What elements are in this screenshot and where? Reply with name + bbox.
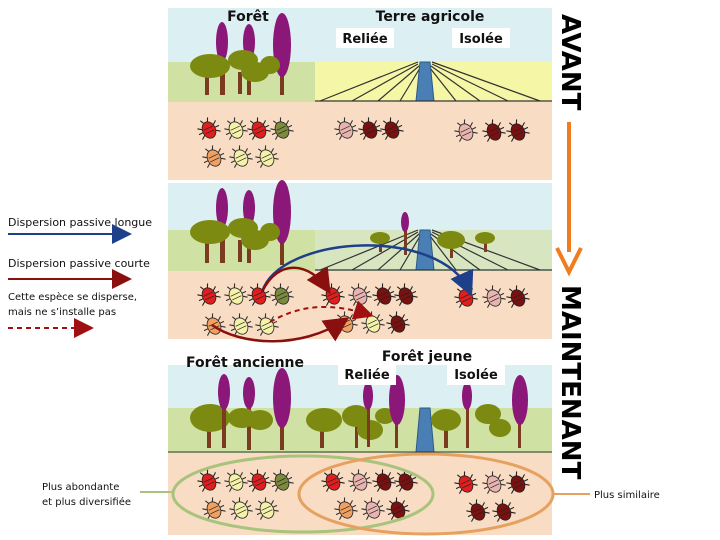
label-young-forest: Forêt jeune xyxy=(382,349,472,365)
yellow-bug-icon xyxy=(224,117,248,140)
label-box-isolated xyxy=(447,363,505,385)
khaki-bug-icon xyxy=(270,469,294,492)
label-box-connected xyxy=(338,363,396,385)
field-rows xyxy=(319,61,541,102)
dispersal-arrows xyxy=(211,244,474,343)
panel-middle xyxy=(168,180,552,339)
yellow-bug-icon xyxy=(224,469,248,492)
maroon-bug-icon xyxy=(506,285,530,308)
khaki-bug-icon xyxy=(270,117,294,140)
yellow-bug-icon xyxy=(255,145,279,168)
yellow-bug-icon xyxy=(255,497,279,520)
maroon-bug-icon xyxy=(380,117,404,140)
label-box-isolated xyxy=(452,28,510,48)
label-farmland: Terre agricole xyxy=(376,9,485,25)
side-label-now: MAINTENANT xyxy=(555,285,585,480)
pink-bug-icon xyxy=(482,285,506,308)
maroon-bug-icon xyxy=(492,499,516,522)
annotation-abundant-1: Plus abondante xyxy=(42,482,119,493)
soil xyxy=(168,102,552,180)
maroon-bug-icon xyxy=(372,283,396,306)
maroon-bug-icon xyxy=(386,311,410,334)
old-forest-trees xyxy=(190,368,291,450)
legend-long: Dispersion passive longue xyxy=(8,216,152,229)
maroon-bug-icon xyxy=(482,119,506,142)
red-bug-icon xyxy=(454,471,478,494)
maroon-bug-icon xyxy=(394,469,418,492)
orange-bug-icon xyxy=(202,145,226,168)
yellow-bug-icon xyxy=(229,313,253,336)
maroon-bug-icon xyxy=(466,499,490,522)
maroon-bug-icon xyxy=(358,117,382,140)
yellow-bug-icon xyxy=(255,313,279,336)
legend-short: Dispersion passive courte xyxy=(8,257,150,270)
red-bug-icon xyxy=(321,469,345,492)
pink-bug-icon xyxy=(334,117,358,140)
pink-bug-icon xyxy=(361,497,385,520)
yellow-bug-icon xyxy=(229,497,253,520)
panel-before xyxy=(168,8,552,180)
label-connected-bottom: Reliée xyxy=(344,368,390,383)
panel-now xyxy=(168,363,552,535)
long-dispersal-arrow xyxy=(260,244,474,297)
short-dispersal-arrow-2 xyxy=(211,317,350,343)
timeline-arrow xyxy=(555,122,583,277)
orange-bug-icon xyxy=(202,497,226,520)
young-forest-connected-trees xyxy=(306,375,405,448)
red-bug-icon xyxy=(247,469,271,492)
red-bug-icon xyxy=(247,117,271,140)
dispersal-no-install-arrow xyxy=(269,300,374,323)
soil-fauna xyxy=(197,117,530,522)
forest-trees xyxy=(190,13,291,95)
maroon-bug-icon xyxy=(372,469,396,492)
maroon-bug-icon xyxy=(394,283,418,306)
yellow-bug-icon xyxy=(224,283,248,306)
pink-bug-icon xyxy=(454,119,478,142)
red-bug-icon xyxy=(197,283,221,306)
short-dispersal-arrow xyxy=(260,266,331,295)
pink-bug-icon xyxy=(348,469,372,492)
orange-bug-icon xyxy=(334,497,358,520)
label-isolated-top: Isolée xyxy=(459,32,503,47)
legend-noinstall-1: Cette espèce se disperse, xyxy=(8,291,137,303)
abundance-ellipse xyxy=(171,454,435,534)
yellow-bug-icon xyxy=(229,145,253,168)
young-forest-isolated-trees xyxy=(431,375,528,448)
legend-noinstall-2: mais ne s’installe pas xyxy=(8,307,116,318)
maroon-bug-icon xyxy=(506,471,530,494)
maroon-bug-icon xyxy=(506,119,530,142)
side-label-before: AVANT xyxy=(555,14,585,111)
pink-bug-icon xyxy=(482,471,506,494)
soil xyxy=(168,453,552,535)
label-forest: Forêt xyxy=(227,9,269,25)
label-isolated-bottom: Isolée xyxy=(454,368,498,383)
maroon-bug-icon xyxy=(386,497,410,520)
label-old-forest: Forêt ancienne xyxy=(186,355,304,371)
annotation-abundant-2: et plus diversifiée xyxy=(42,496,131,508)
forest-trees xyxy=(190,180,291,265)
red-bug-icon xyxy=(197,117,221,140)
annotation-similar: Plus similaire xyxy=(594,490,660,501)
label-connected-top: Reliée xyxy=(342,32,388,47)
khaki-bug-icon xyxy=(270,283,294,306)
label-box-connected xyxy=(336,28,394,48)
red-bug-icon xyxy=(197,469,221,492)
